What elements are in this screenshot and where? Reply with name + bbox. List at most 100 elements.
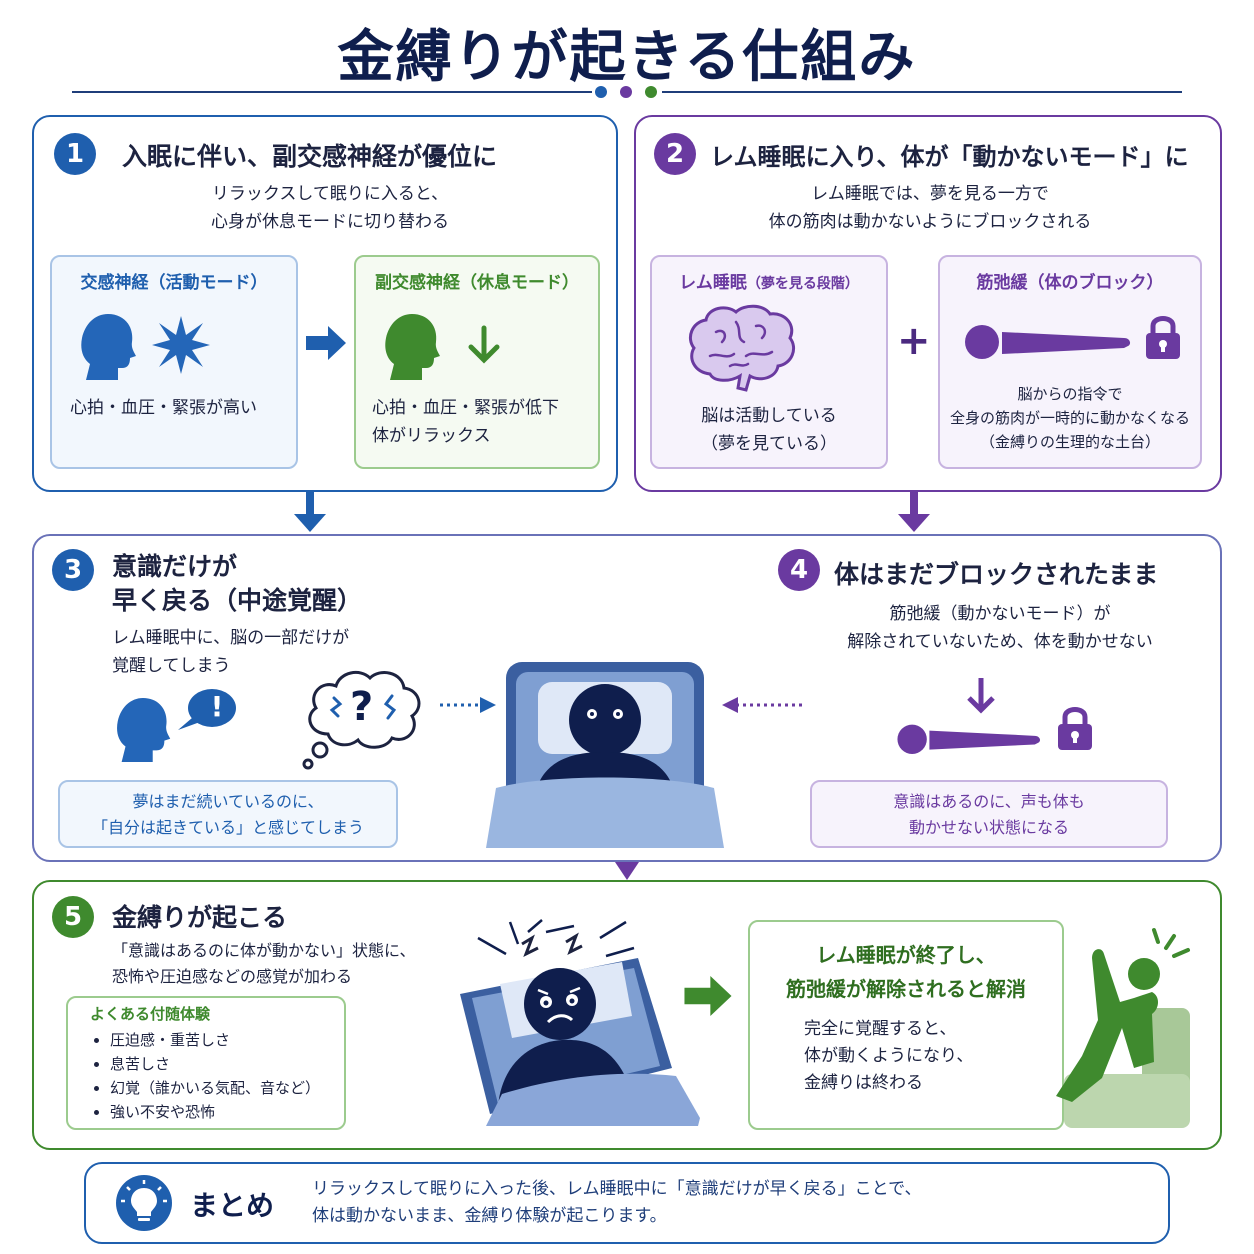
lightbulb-icon: [116, 1175, 172, 1231]
step2-desc: レム睡眠では、夢を見る一方で 体の筋肉は動かないようにブロックされる: [690, 180, 1170, 236]
page-title: 金縛りが起きる仕組み: [337, 25, 917, 90]
divider-dot-green: [645, 86, 657, 98]
step4-number: 4: [778, 549, 820, 591]
step4-desc-line: 筋弛緩（動かないモード）が: [889, 604, 1111, 624]
frightened-person-illustration: [460, 919, 700, 1126]
brain-icon: [689, 304, 795, 392]
step2-desc-line: レム睡眠では、夢を見る一方で: [811, 184, 1049, 204]
step2-desc-line: 体の筋肉は動かないようにブロックされる: [768, 212, 1092, 232]
lock-icon: [1146, 316, 1180, 359]
dotted-arrow-right: [440, 697, 496, 713]
person-in-bed-illustration: [486, 662, 724, 848]
title-divider-right: [662, 91, 1182, 93]
down-arrow-connector: [898, 492, 930, 532]
rem-sleep-line: 脳は活動している: [701, 406, 837, 426]
step5-desc-line: 「意識はあるのに体が動かない」状態に、: [112, 941, 416, 960]
step1-desc: リラックスして眠りに入ると、 心身が休息モードに切り替わる: [120, 180, 540, 236]
step3-number: 3: [52, 549, 94, 591]
muscle-atonia-title: 筋弛緩（体のブロック）: [976, 273, 1164, 293]
summary-panel: [84, 1162, 1170, 1244]
right-arrow-icon: [306, 326, 346, 360]
step3-desc: レム睡眠中に、脳の一部だけが 覚醒してしまう: [112, 624, 349, 680]
list-item: 圧迫感・重苦しさ: [110, 1028, 320, 1052]
parasympathetic-line: 心拍・血圧・緊張が低下: [372, 398, 559, 418]
parasympathetic-text: 心拍・血圧・緊張が低下 体がリラックス: [372, 394, 559, 450]
step1-desc-line: リラックスして眠りに入ると、: [211, 184, 449, 204]
resolution-text: 完全に覚醒すると、 体が動くようになり、 金縛りは終わる: [804, 1016, 973, 1097]
burst-icon: [152, 316, 210, 374]
down-arrow-icon: [967, 678, 995, 714]
list-item: 幻覚（誰かいる気配、音など）: [110, 1076, 320, 1100]
resolution-line: 金縛りは終わる: [804, 1073, 923, 1093]
step4-desc: 筋弛緩（動かないモード）が 解除されていないため、体を動かせない: [800, 600, 1200, 656]
question-mark: ?: [350, 684, 374, 730]
plus-sign: +: [897, 318, 931, 364]
list-item: 息苦しさ: [110, 1052, 320, 1076]
step4-note-line: 意識はあるのに、声も体も: [893, 792, 1085, 811]
divider-dot-purple: [620, 86, 632, 98]
step3-note-line: 「自分は起きている」と感じてしまう: [91, 818, 364, 837]
resolution-line: 完全に覚醒すると、: [804, 1019, 957, 1039]
step5-heading: 金縛りが起こる: [112, 903, 288, 932]
rem-sleep-title-main: レム睡眠: [679, 273, 747, 293]
step2-number: 2: [654, 133, 696, 175]
muscle-atonia-line: 脳からの指令で: [1017, 385, 1123, 403]
lying-body-icon: [965, 325, 1131, 359]
step3-heading-line: 意識だけが: [112, 552, 238, 581]
step4-note-line: 動かせない状態になる: [908, 818, 1069, 837]
lying-body-icon: [897, 724, 1041, 754]
head-icon: [81, 314, 136, 380]
step5-number: 5: [52, 896, 94, 938]
divider-dot-blue: [595, 86, 607, 98]
step3-desc-line: 覚醒してしまう: [112, 656, 231, 676]
common-experiences-title: よくある付随体験: [90, 1005, 211, 1023]
down-triangle-connector: [615, 862, 639, 880]
step3-heading: 意識だけが 早く戻る（中途覚醒）: [112, 550, 362, 618]
muscle-atonia-text: 脳からの指令で 全身の筋肉が一時的に動かなくなる （金縛りの生理的な土台）: [938, 382, 1202, 454]
thought-bubble-icon: [302, 670, 421, 770]
step1-number: 1: [54, 133, 96, 175]
step3-heading-line: 早く戻る（中途覚醒）: [112, 586, 363, 615]
waking-person-illustration: [1056, 928, 1190, 1128]
resolution-line: 体が動くようになり、: [804, 1046, 974, 1066]
resolution-box: [748, 920, 1064, 1130]
head-icon: [117, 697, 171, 763]
step5-desc-line: 恐怖や圧迫感などの感覚が加わる: [112, 967, 353, 986]
muscle-atonia-box: [938, 255, 1202, 469]
step4-note: 意識はあるのに、声も体も 動かせない状態になる: [810, 780, 1168, 848]
rem-sleep-title: レム睡眠（夢を見る段階）: [650, 268, 888, 293]
rem-sleep-title-sub: （夢を見る段階）: [746, 276, 859, 292]
step1-heading: 入眠に伴い、副交感神経が優位に: [122, 142, 498, 171]
sympathetic-text: 心拍・血圧・緊張が高い: [70, 398, 257, 418]
step3-note-line: 夢はまだ続いているのに、: [132, 792, 324, 811]
resolution-title-line: 筋弛緩が解除されると解消: [786, 977, 1026, 1001]
list-item: 強い不安や恐怖: [110, 1100, 320, 1124]
title-divider-left: [72, 91, 592, 93]
speech-bubble-icon: [178, 689, 236, 730]
rem-sleep-text: 脳は活動している （夢を見ている）: [650, 402, 888, 458]
lock-icon: [1058, 707, 1092, 750]
step2-heading: レム睡眠に入り、体が「動かないモード」に: [710, 143, 1189, 171]
rem-sleep-line: （夢を見ている）: [701, 434, 837, 454]
step3-desc-line: レム睡眠中に、脳の一部だけが: [112, 628, 350, 648]
summary-line: リラックスして眠りに入った後、レム睡眠中に「意識だけが早く戻る」ことで、: [312, 1179, 922, 1199]
muscle-atonia-line: （金縛りの生理的な土台）: [979, 433, 1160, 451]
sympathetic-title: 交感神経（活動モード）: [80, 273, 268, 293]
summary-label: まとめ: [190, 1189, 275, 1222]
exclamation-mark: !: [210, 690, 224, 723]
summary-text: リラックスして眠りに入った後、レム睡眠中に「意識だけが早く戻る」ことで、 体は動…: [312, 1176, 921, 1230]
step5-desc: 「意識はあるのに体が動かない」状態に、 恐怖や圧迫感などの感覚が加わる: [112, 938, 416, 990]
resolution-title: レム睡眠が終了し、 筋弛緩が解除されると解消: [748, 938, 1064, 1006]
down-arrow-connector: [294, 492, 326, 532]
step4-heading: 体はまだブロックされたまま: [834, 560, 1159, 589]
common-experiences-list: 圧迫感・重苦しさ 息苦しさ 幻覚（誰かいる気配、音など） 強い不安や恐怖: [110, 1028, 320, 1124]
head-icon: [385, 314, 440, 380]
muscle-atonia-line: 全身の筋肉が一時的に動かなくなる: [949, 409, 1190, 427]
step3-note: 夢はまだ続いているのに、 「自分は起きている」と感じてしまう: [58, 780, 398, 848]
right-arrow-icon: [684, 976, 732, 1016]
parasympathetic-title: 副交感神経（休息モード）: [375, 273, 579, 293]
down-arrow-icon: [468, 325, 500, 364]
parasympathetic-line: 体がリラックス: [372, 426, 491, 446]
dotted-arrow-left: [722, 697, 802, 713]
step1-desc-line: 心身が休息モードに切り替わる: [211, 212, 449, 232]
